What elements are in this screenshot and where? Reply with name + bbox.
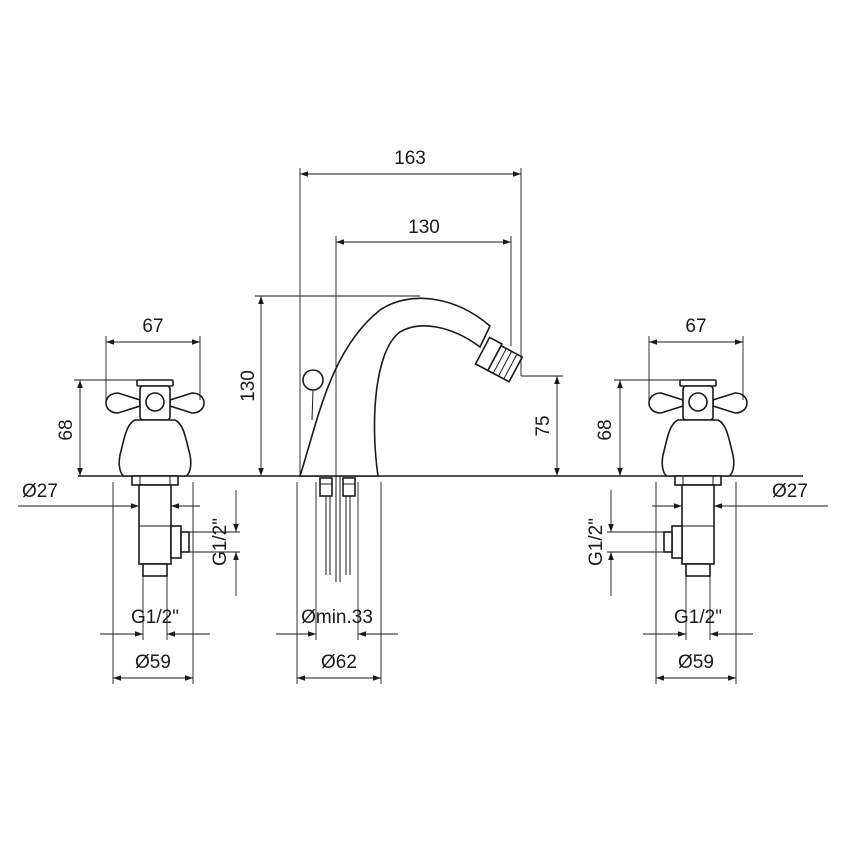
dim-label-base-dia-right: Ø59 <box>678 652 714 673</box>
dim-label-shank-dia-right: Ø27 <box>772 481 808 502</box>
dim-base-dia-right <box>655 482 737 684</box>
dim-outlet-height <box>521 375 563 476</box>
dim-label-thread-side-right: G1/2" <box>586 518 607 566</box>
dim-label-handle-width-left: 67 <box>142 316 163 337</box>
dim-base-dia-left <box>112 482 194 684</box>
dim-label-outlet-height: 75 <box>533 415 554 436</box>
dim-label-spout-reach: 130 <box>408 217 440 238</box>
dim-thread-bottom-left <box>100 576 210 640</box>
dim-thread-bottom-right <box>643 576 753 640</box>
dim-label-base-dia-left: Ø59 <box>135 652 171 673</box>
dim-spout-reach <box>335 236 512 476</box>
dim-overall-length <box>299 168 522 476</box>
dim-thread-side-right <box>607 490 664 596</box>
dim-handle-height-right <box>614 379 683 476</box>
dim-handle-width-left <box>105 336 201 400</box>
dim-label-thread-bottom-right: G1/2" <box>674 607 722 628</box>
dim-label-handle-height-right: 68 <box>595 419 616 440</box>
dim-shank-dia-left <box>18 488 200 512</box>
dim-thread-side-left <box>189 490 240 596</box>
dim-label-thread-bottom-left: G1/2" <box>131 607 179 628</box>
dim-shank-dia-right <box>652 488 828 512</box>
dim-handle-width-right <box>648 336 744 400</box>
dim-label-shank-dia-left: Ø27 <box>22 481 58 502</box>
dim-label-spout-height: 130 <box>238 370 259 402</box>
dim-label-handle-height-left: 68 <box>56 419 77 440</box>
right-valve <box>648 379 748 577</box>
dim-spout-height <box>255 295 420 476</box>
dim-label-handle-width-right: 67 <box>685 316 706 337</box>
dim-label-hole-min: Ømin.33 <box>301 607 373 628</box>
left-valve <box>105 379 205 577</box>
dim-base-dia-center <box>296 482 382 684</box>
center-spout <box>298 297 524 582</box>
dim-handle-height-left <box>74 379 140 476</box>
dim-label-base-dia-center: Ø62 <box>321 652 357 673</box>
dim-hole-min <box>276 482 398 640</box>
dim-label-thread-side-left: G1/2" <box>210 518 231 566</box>
dim-label-overall-length: 163 <box>394 148 426 169</box>
